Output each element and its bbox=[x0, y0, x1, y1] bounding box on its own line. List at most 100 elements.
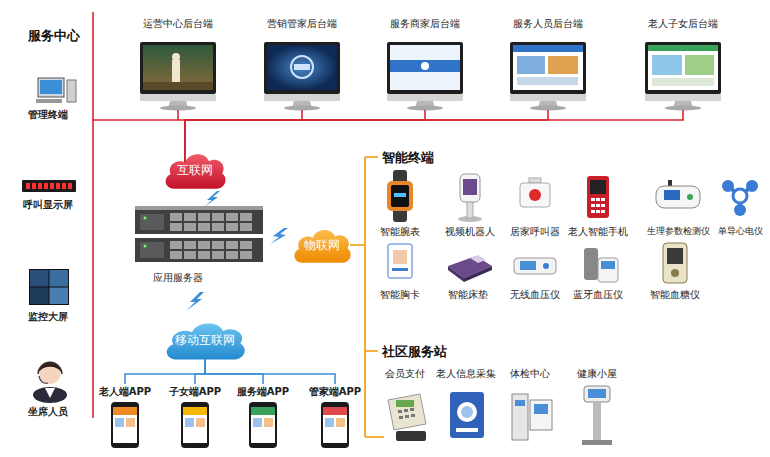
server-illustration bbox=[212, 213, 224, 221]
server-illustration bbox=[212, 223, 224, 231]
wireless-bolt bbox=[186, 191, 288, 311]
section-heading: 服务中心 bbox=[28, 28, 80, 44]
device-illustration bbox=[598, 258, 618, 282]
management-terminal-icon bbox=[36, 99, 62, 103]
device-illustration bbox=[591, 198, 595, 201]
phone-illustration bbox=[251, 407, 275, 443]
device-illustration bbox=[463, 179, 477, 195]
station-illustration bbox=[461, 406, 473, 418]
device-illustration bbox=[393, 250, 407, 264]
management-terminal-icon bbox=[67, 80, 76, 102]
management-terminal-icon bbox=[40, 80, 62, 94]
monitor-illustration bbox=[652, 55, 682, 75]
server-illustration bbox=[135, 206, 263, 210]
server-illustration bbox=[170, 213, 182, 221]
server-illustration bbox=[184, 241, 196, 249]
backend-terminal: 服务人员后台端 bbox=[508, 16, 588, 110]
station-illustration bbox=[456, 428, 478, 432]
station-illustration bbox=[584, 386, 610, 402]
connector-line bbox=[205, 358, 335, 384]
server-illustration bbox=[140, 214, 164, 230]
server-illustration bbox=[184, 213, 196, 221]
monitor-illustration bbox=[510, 42, 586, 111]
device-label: 居家呼叫器 bbox=[510, 226, 560, 238]
server-illustration bbox=[135, 210, 263, 234]
device-illustration bbox=[584, 248, 598, 280]
app-phone: 老人端APP bbox=[95, 384, 155, 448]
phone-illustration bbox=[126, 418, 135, 427]
monitor-illustration bbox=[517, 77, 578, 85]
device-illustration bbox=[656, 186, 700, 208]
video-wall-icon bbox=[29, 269, 69, 305]
phone-illustration bbox=[249, 402, 277, 448]
monitor-illustration bbox=[140, 42, 721, 111]
backend-terminal: 营销管家后台端 bbox=[262, 16, 342, 110]
server-illustration bbox=[226, 251, 238, 259]
device-illustration bbox=[520, 261, 536, 270]
backend-terminal: 服务商家后台端 bbox=[385, 16, 465, 110]
device-illustration bbox=[394, 193, 406, 197]
phone-illustration bbox=[185, 418, 194, 427]
device-label: 单导心电仪 bbox=[718, 226, 763, 237]
server-illustration bbox=[170, 241, 182, 249]
video-wall-icon bbox=[50, 288, 69, 305]
station-illustration bbox=[450, 392, 484, 438]
device-illustration bbox=[671, 269, 679, 277]
monitor-illustration bbox=[291, 56, 313, 78]
video-wall-icon bbox=[30, 270, 49, 287]
server-illustration bbox=[240, 213, 252, 221]
device-label: 智能血糖仪 bbox=[650, 289, 700, 301]
device-label: 老人智能手机 bbox=[568, 226, 628, 238]
section-heading: 社区服务站 bbox=[382, 344, 447, 360]
call-display-icon bbox=[32, 183, 36, 189]
phone-illustration bbox=[323, 407, 347, 443]
node-label: 管家端APP bbox=[309, 386, 361, 399]
operator-icon bbox=[39, 376, 48, 383]
device-illustration bbox=[601, 204, 605, 207]
call-display-icon bbox=[62, 183, 66, 189]
operator-icon bbox=[45, 388, 55, 398]
phone-illustration bbox=[336, 418, 345, 427]
node-label: 服务商家后台端 bbox=[390, 18, 460, 31]
phone-illustration bbox=[113, 407, 137, 415]
monitor-illustration bbox=[143, 82, 213, 90]
wireless-bolt bbox=[203, 191, 220, 208]
server-illustration bbox=[240, 223, 252, 231]
operator-icon bbox=[38, 364, 62, 375]
device-label: 老人信息采集 bbox=[436, 368, 496, 380]
device-illustration bbox=[388, 244, 412, 278]
device-illustration bbox=[529, 189, 541, 201]
phone-illustration bbox=[253, 418, 262, 427]
device-label: 管理终端 bbox=[28, 109, 68, 121]
call-display-icon bbox=[56, 183, 60, 189]
monitor-illustration bbox=[652, 78, 714, 86]
phone-illustration bbox=[321, 402, 349, 448]
device-illustration bbox=[529, 178, 541, 183]
station-illustration bbox=[388, 386, 612, 445]
server-node: 应用服务器 bbox=[110, 204, 246, 286]
monitor-illustration bbox=[513, 45, 583, 90]
node-label: 物联网 bbox=[304, 238, 340, 253]
server-illustration bbox=[170, 251, 182, 259]
device-label: 生理参数检测仪 bbox=[647, 226, 710, 237]
device-illustration bbox=[591, 210, 595, 213]
station-illustration bbox=[396, 400, 414, 407]
server-illustration bbox=[198, 213, 210, 221]
device-illustration bbox=[667, 248, 683, 264]
section-heading: 智能终端 bbox=[382, 150, 434, 166]
app-phone: 服务端APP bbox=[233, 384, 293, 448]
server-illustration bbox=[226, 241, 238, 249]
server-illustration bbox=[212, 251, 224, 259]
monitor-illustration bbox=[645, 42, 721, 111]
call-display-icon bbox=[38, 183, 42, 189]
device-label: 呼叫显示屏 bbox=[23, 199, 73, 211]
device-illustration bbox=[460, 174, 480, 202]
monitor-illustration bbox=[267, 45, 337, 90]
server-illustration bbox=[144, 217, 147, 220]
server-illustration bbox=[240, 251, 252, 259]
monitor-illustration bbox=[172, 60, 180, 82]
server-illustration bbox=[240, 241, 252, 249]
server-illustration bbox=[198, 241, 210, 249]
monitor-illustration bbox=[421, 62, 429, 70]
station-illustration bbox=[588, 389, 606, 398]
